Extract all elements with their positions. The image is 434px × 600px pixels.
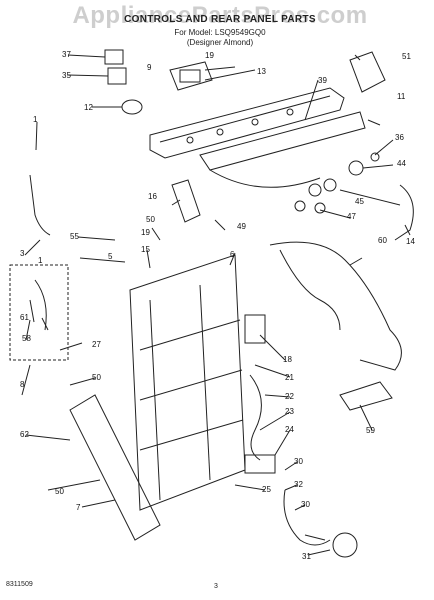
control-console <box>149 87 345 159</box>
model-line: For Model: LSQ9549GQ0 <box>174 28 266 37</box>
callout-45: 45 <box>355 197 364 206</box>
rear-panel <box>129 254 246 511</box>
part-35 <box>107 67 127 85</box>
knob-45b <box>308 183 322 197</box>
callout-49: 49 <box>237 222 246 231</box>
watermark-text: AppliancePartsPros.com <box>72 2 368 29</box>
callout-7: 7 <box>76 503 81 512</box>
callout-30-upper: 30 <box>294 457 303 466</box>
callout-39: 39 <box>318 76 327 85</box>
knob-12 <box>121 99 143 115</box>
callout-24: 24 <box>285 425 294 434</box>
callout-35: 35 <box>62 71 71 80</box>
callout-12: 12 <box>84 103 93 112</box>
callout-37: 37 <box>62 50 71 59</box>
callout-18: 18 <box>283 355 292 364</box>
callout-3: 3 <box>20 249 25 258</box>
callout-32: 32 <box>294 480 303 489</box>
diagram-subtitle: For Model: LSQ9549GQ0 (Designer Almond) <box>140 28 300 48</box>
kit-box-8 <box>9 264 69 361</box>
page-number: 3 <box>214 583 218 590</box>
callout-19-mid: 19 <box>141 228 150 237</box>
callout-47: 47 <box>347 212 356 221</box>
callout-51: 51 <box>402 52 411 61</box>
callout-8: 8 <box>20 380 25 389</box>
valve-24 <box>244 454 276 474</box>
knob-47b <box>314 202 326 214</box>
callout-58: 58 <box>22 334 31 343</box>
callout-1-top: 1 <box>33 115 38 124</box>
clamp-18 <box>244 314 266 344</box>
callout-59: 59 <box>366 426 375 435</box>
callout-11: 11 <box>397 92 406 101</box>
callout-5: 5 <box>108 252 113 261</box>
callout-61: 61 <box>20 313 29 322</box>
callout-21: 21 <box>285 373 294 382</box>
callout-13: 13 <box>257 67 266 76</box>
knob-36 <box>370 152 380 162</box>
callout-1-mid: 1 <box>38 256 43 265</box>
callout-14: 14 <box>406 237 415 246</box>
bracket-16 <box>171 179 201 223</box>
bracket-59 <box>339 381 393 411</box>
callout-50-upper: 50 <box>146 215 155 224</box>
callout-30-lower: 30 <box>301 500 310 509</box>
callout-44: 44 <box>397 159 406 168</box>
variant-line: (Designer Almond) <box>186 38 254 47</box>
callout-19-top: 19 <box>205 51 214 60</box>
pump-31 <box>332 532 358 558</box>
callout-55: 55 <box>70 232 79 241</box>
callout-22: 22 <box>285 392 294 401</box>
part-37 <box>104 49 124 65</box>
pipe-62 <box>69 394 161 541</box>
callout-23: 23 <box>285 407 294 416</box>
hose-32 <box>283 489 331 546</box>
callout-16: 16 <box>148 192 157 201</box>
callout-9: 9 <box>147 63 152 72</box>
knob-44 <box>348 160 364 176</box>
knob-47a <box>294 200 306 212</box>
callout-50-lower: 50 <box>55 487 64 496</box>
callout-15: 15 <box>141 245 150 254</box>
document-code: 8311509 <box>6 581 33 588</box>
callout-60: 60 <box>378 236 387 245</box>
callout-62: 62 <box>20 430 29 439</box>
knob-45a <box>323 178 337 192</box>
callout-50-mid: 50 <box>92 373 101 382</box>
callout-6: 6 <box>230 250 235 259</box>
diagram-title: CONTROLS AND REAR PANEL PARTS <box>124 14 316 25</box>
bracket-51 <box>349 51 386 93</box>
timer <box>169 61 213 91</box>
callout-36: 36 <box>395 133 404 142</box>
rear-fascia <box>199 111 366 171</box>
hose-22 <box>249 374 262 461</box>
callout-31: 31 <box>302 552 311 561</box>
callout-25: 25 <box>262 485 271 494</box>
callout-27: 27 <box>92 340 101 349</box>
hose-3 <box>29 174 51 236</box>
wire-harness <box>269 241 402 371</box>
